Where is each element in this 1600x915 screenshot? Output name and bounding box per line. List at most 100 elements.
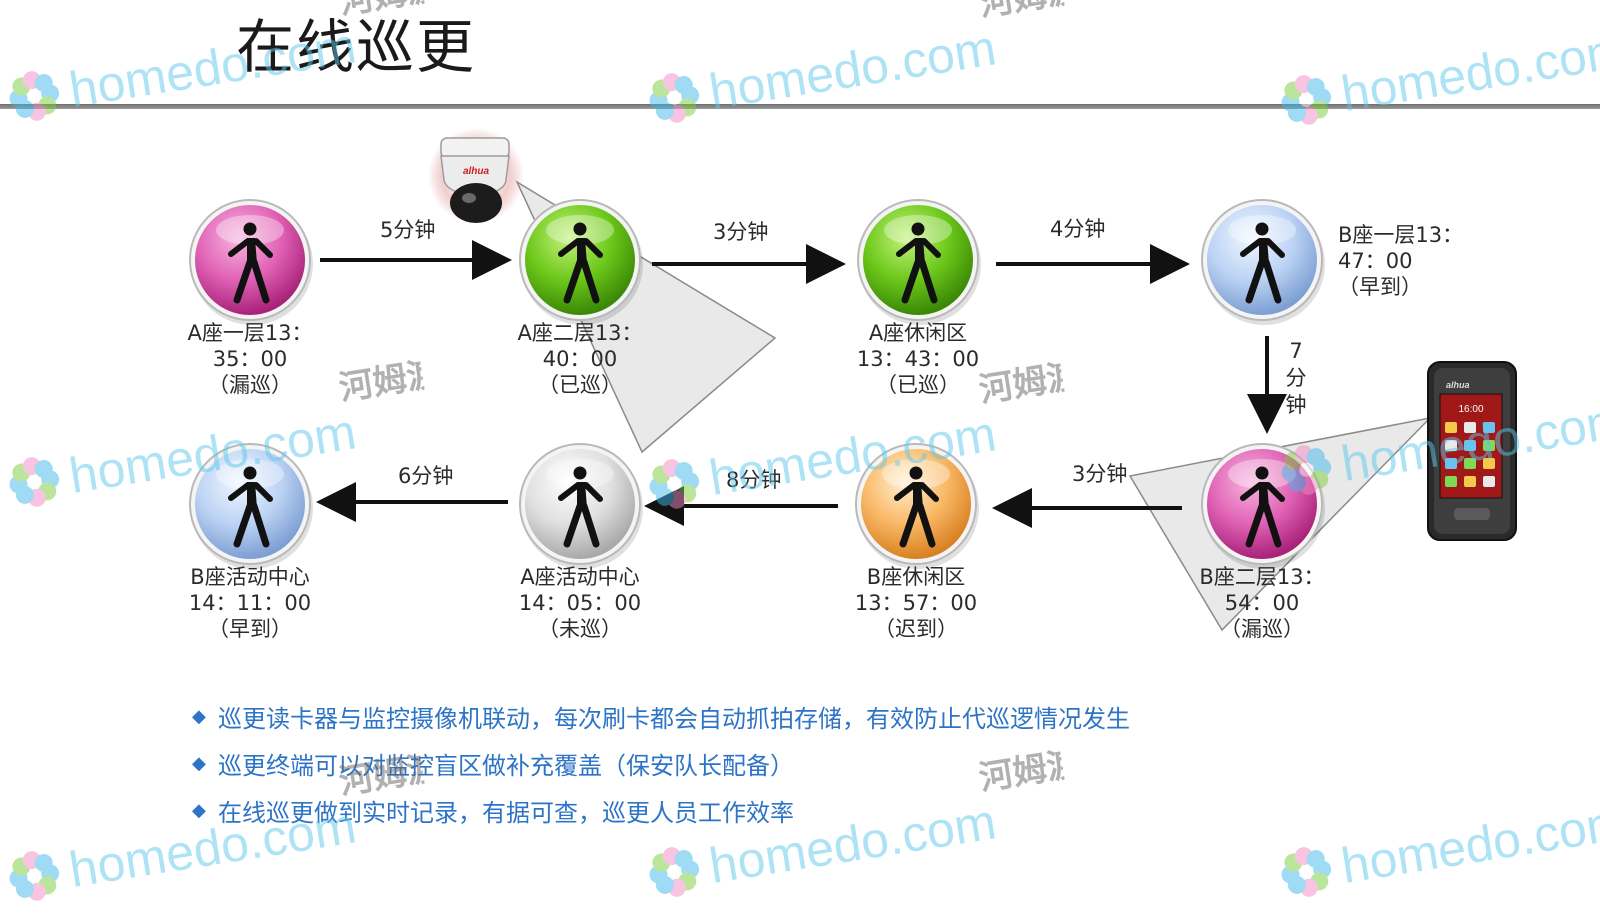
checkpoint-node-b-rest	[855, 443, 979, 569]
node-label-b1: B座一层13：47：00（早到）	[1338, 222, 1463, 300]
flower-logo-icon	[1281, 847, 1332, 897]
node-label-line: （未巡）	[538, 617, 622, 641]
person-head	[911, 222, 925, 236]
walking-person-icon	[1240, 466, 1285, 548]
flower-logo-icon	[9, 851, 60, 901]
watermark-cn: 河姆渡	[976, 355, 1074, 410]
node-label-line: A座一层13：	[187, 321, 313, 345]
node-label-line: （早到）	[208, 617, 292, 641]
flower-logo-icon	[649, 459, 700, 509]
flower-logo-icon	[649, 73, 700, 123]
terminal-app-icon	[1483, 476, 1495, 487]
terminal-app-icon	[1483, 422, 1495, 433]
terminal-app-icon	[1483, 458, 1495, 469]
person-legs	[1245, 502, 1282, 548]
node-label-a2: A座二层13：40：00（已巡）	[500, 320, 660, 398]
person-torso	[913, 482, 923, 508]
person-legs	[1245, 258, 1282, 304]
person-head	[909, 466, 923, 480]
person-torso	[577, 238, 587, 264]
edge-label: 7分钟	[1285, 339, 1307, 417]
flower-petal	[674, 75, 693, 94]
edge-label: 3分钟	[1072, 462, 1128, 486]
bullet-text: 在线巡更做到实时记录，有据可查，巡更人员工作效率	[218, 799, 794, 827]
flower-petal	[34, 73, 53, 92]
person-head	[243, 466, 257, 480]
watermark-cn: 河姆渡	[976, 0, 1074, 25]
person-torso	[247, 482, 257, 508]
person-legs	[563, 258, 600, 304]
walking-person-icon	[558, 466, 603, 548]
walking-person-icon	[1240, 222, 1285, 304]
terminal-app-icon	[1464, 458, 1476, 469]
flower-center	[27, 868, 42, 883]
bullet-item: ◆ 在线巡更做到实时记录，有据可查，巡更人员工作效率	[192, 787, 1130, 834]
person-torso	[247, 238, 257, 264]
bullet-text: 巡更读卡器与监控摄像机联动，每次刷卡都会自动抓拍存储，有效防止代巡逻情况发生	[218, 705, 1130, 733]
person-arms	[558, 238, 603, 258]
flower-petal	[674, 849, 693, 868]
walking-person-icon	[896, 222, 941, 304]
flower-petal	[1306, 849, 1325, 868]
node-label-line: B座休闲区	[866, 565, 966, 589]
node-label-line: 14：11：00	[188, 591, 312, 615]
bullet-text: 巡更终端可以对监控盲区做补充覆盖（保安队长配备）	[218, 752, 794, 780]
watermark-cn: 河姆渡	[336, 353, 434, 408]
terminal-app-icon	[1445, 422, 1457, 433]
edge-label: 3分钟	[713, 220, 769, 244]
camera-brand-text: alhua	[463, 166, 490, 177]
node-label-line: 47：00	[1338, 249, 1413, 273]
person-head	[243, 222, 257, 236]
node-label-line: （已巡）	[876, 373, 960, 397]
flower-center	[1299, 92, 1314, 107]
title-rule	[0, 104, 1600, 109]
terminal-clock: 16:00	[1458, 404, 1483, 415]
node-label-line: 14：05：00	[518, 591, 642, 615]
edge-label: 6分钟	[398, 464, 454, 488]
flower-center	[667, 864, 682, 879]
bullet-item: ◆ 巡更读卡器与监控摄像机联动，每次刷卡都会自动抓拍存储，有效防止代巡逻情况发生	[192, 693, 1130, 740]
page-title: 在线巡更	[236, 13, 477, 81]
diamond-icon: ◆	[192, 706, 206, 727]
watermark-cn: 河姆渡	[336, 747, 434, 802]
flower-center	[667, 476, 682, 491]
checkpoint-node-b-act	[189, 443, 313, 569]
terminal-app-icon	[1464, 440, 1476, 451]
node-label-line: A座休闲区	[868, 321, 968, 345]
camera-dome	[450, 183, 502, 223]
checkpoint-node-a1	[189, 199, 313, 325]
terminal-app-icon	[1464, 476, 1476, 487]
person-arms	[558, 482, 603, 502]
edge-label: 5分钟	[380, 218, 436, 242]
person-arms	[894, 482, 939, 502]
flower-logo-icon	[1281, 75, 1332, 125]
node-label-b2: B座二层13：54：00（漏巡）	[1182, 564, 1342, 642]
bullet-item: ◆ 巡更终端可以对监控盲区做补充覆盖（保安队长配备）	[192, 740, 1130, 787]
flower-petal	[1306, 447, 1325, 466]
flower-logo-icon	[1281, 445, 1332, 495]
node-label-line: （已巡）	[538, 373, 622, 397]
node-label-line: （漏巡）	[1220, 617, 1304, 641]
person-arms	[1240, 482, 1285, 502]
person-arms	[1240, 238, 1285, 258]
terminal-app-icon	[1445, 440, 1457, 451]
person-arms	[896, 238, 941, 258]
node-label-line: A座活动中心	[520, 565, 640, 589]
node-label-line: B座一层13：	[1338, 223, 1464, 247]
node-label-line: 40：00	[542, 347, 618, 371]
flower-center	[1299, 864, 1314, 879]
bullet-list: ◆ 巡更读卡器与监控摄像机联动，每次刷卡都会自动抓拍存储，有效防止代巡逻情况发生…	[192, 693, 1130, 834]
checkpoint-node-a2	[519, 199, 643, 325]
flower-logo-icon	[9, 457, 60, 507]
flower-petal	[674, 461, 693, 480]
flower-center	[1299, 462, 1314, 477]
flower-petal	[34, 853, 53, 872]
walking-person-icon	[228, 466, 273, 548]
terminal-app-icon	[1483, 440, 1495, 451]
flower-center	[667, 90, 682, 105]
person-legs	[233, 258, 270, 304]
